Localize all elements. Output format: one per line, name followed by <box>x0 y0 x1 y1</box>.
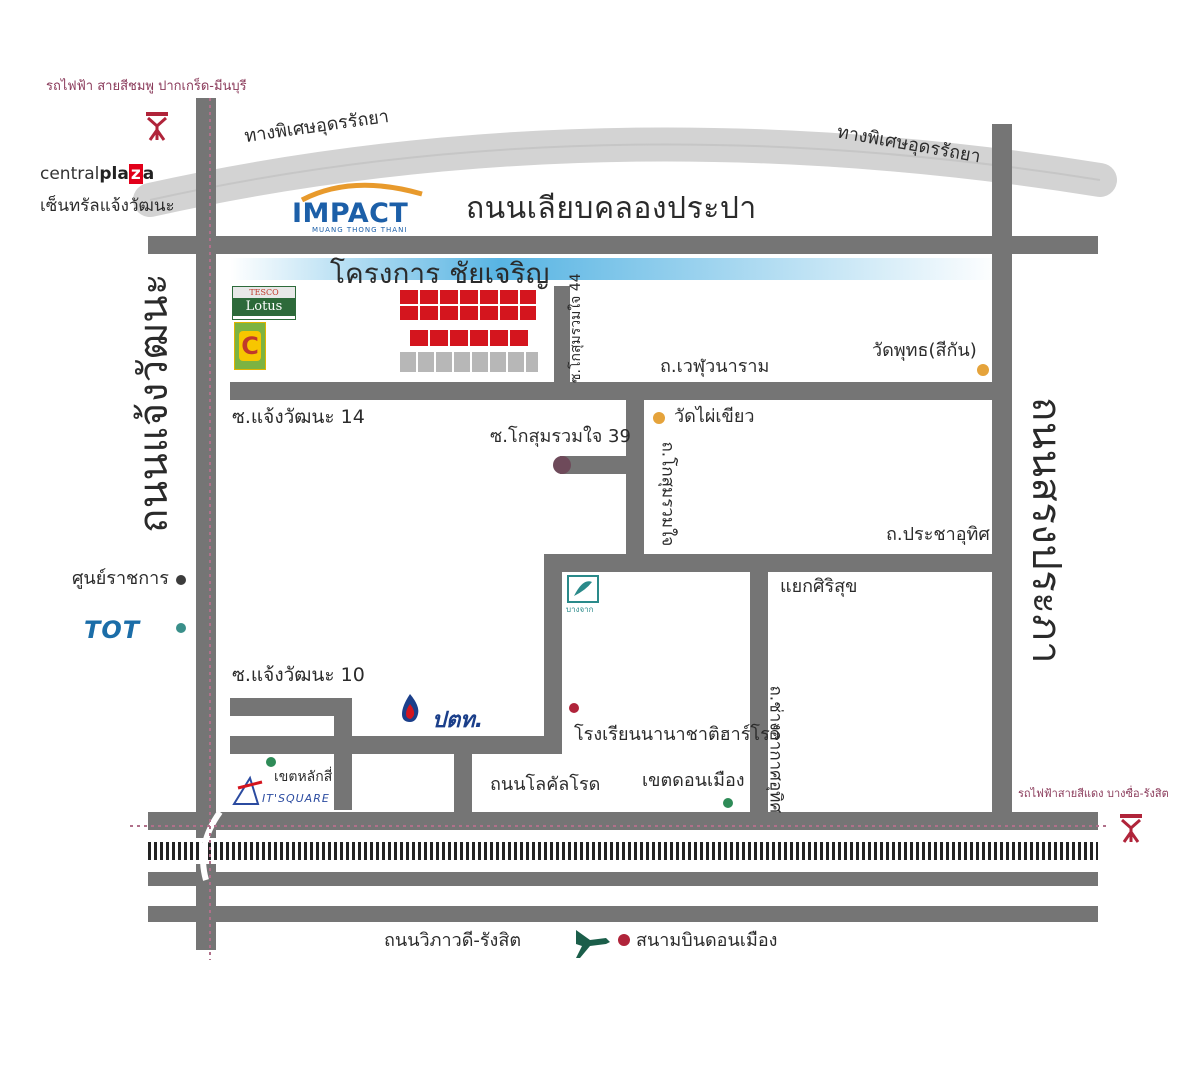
road-rail-top <box>148 812 1098 830</box>
road-curve-left <box>200 810 223 881</box>
road-chang-akat <box>750 572 768 812</box>
tesco-lotus-logo: TESCO Lotus <box>232 286 296 320</box>
kosum-road-label: ถ.โกสุมรวมใจ <box>657 441 678 547</box>
poi-dot-laksi <box>266 757 276 767</box>
project-band <box>230 258 1000 280</box>
bangchak-icon <box>567 575 599 603</box>
wat-phuttha-label: วัดพุทธ(สีกัน) <box>872 340 977 361</box>
siri-suk-label: แยกศิริสุข <box>780 576 858 597</box>
airplane-icon <box>576 930 610 958</box>
it-square-label: IT'SQUARE <box>262 792 330 805</box>
road-vibhavadi <box>148 906 1098 922</box>
road-rail-bottom <box>148 872 1098 886</box>
poi-dot-wat-phai-khiao <box>653 412 665 424</box>
central-branch-label: เซ็นทรัลแจ้งวัฒนะ <box>40 196 175 216</box>
poi-dot-kosum39 <box>553 456 571 474</box>
sorn-prapa-road-label: ถนนสรงประภา <box>1023 397 1069 665</box>
expressway-arc-inner <box>149 143 1101 201</box>
gov-center-label: ศูนย์ราชการ <box>72 568 169 589</box>
big-c-logo: C <box>234 322 266 370</box>
road-soi-kosum39 <box>560 456 630 474</box>
vibhavadi-road-label: ถนนวิภาวดี-รังสิต <box>384 930 522 951</box>
pracha-uthit-label: ถ.ประชาอุทิศ <box>886 524 990 545</box>
impact-arc <box>300 182 423 202</box>
it-square-icon <box>232 775 263 805</box>
ptt-flame-icon <box>402 694 419 722</box>
road-local-vert <box>454 736 472 812</box>
ptt-label: ปตท. <box>432 708 484 733</box>
airport-label: สนามบินดอนเมือง <box>636 930 778 951</box>
poi-dot-donmuang <box>723 798 733 808</box>
road-wepnram <box>230 382 994 400</box>
school-label: โรงเรียนนานาชาติฮาร์โรว์ <box>574 724 780 745</box>
railway-track <box>148 838 1098 864</box>
soi-chaeng10-label: ซ.แจ้งวัฒนะ 10 <box>232 664 365 686</box>
donmuang-district-label: เขตดอนเมือง <box>642 770 745 791</box>
road-lower-link <box>230 736 560 754</box>
road-bangchak-vert <box>544 554 562 754</box>
bangchak-label: บางจาก <box>566 605 594 614</box>
road-sorn-prapa <box>992 124 1012 814</box>
poi-dot-school <box>569 703 579 713</box>
rail-station-icon <box>146 112 168 141</box>
rail-station-icon <box>1120 814 1142 843</box>
project-blocks <box>400 290 538 372</box>
soi-kosum44-label: ซ.โกสุมรวมใจ 44 <box>568 273 584 383</box>
chaengwattana-road-label: ถนนแจ้งวัฒนะ <box>131 272 177 533</box>
road-kosum <box>626 398 644 558</box>
poi-dot-tot <box>176 623 186 633</box>
soi-kosum39-label: ซ.โกสุมรวมใจ 39 <box>490 426 631 447</box>
wat-phai-khiao-label: วัดไผ่เขียว <box>674 406 755 427</box>
project-name-label: โครงการ ชัยเจริญ <box>330 257 550 290</box>
poi-dot-airport <box>618 934 630 946</box>
red-line-label: รถไฟฟ้าสายสีแดง บางซื่อ-รังสิต <box>1018 787 1169 800</box>
road-khlong-prapa <box>148 236 1098 254</box>
tot-logo: TOT <box>84 616 141 644</box>
soi-chaeng14-label: ซ.แจ้งวัฒนะ 14 <box>232 406 365 428</box>
wepnram-road-label: ถ.เวฬุวนาราม <box>660 356 770 377</box>
road-soi-chaeng10 <box>230 698 352 716</box>
pink-line-label: รถไฟฟ้า สายสีชมพู ปากเกร็ด-มีนบุรี <box>46 79 247 94</box>
poi-dot-wat-phuttha <box>977 364 989 376</box>
khlong-prapa-road-label: ถนนเลียบคลองประปา <box>466 191 757 226</box>
road-soi-kosum44 <box>554 286 570 382</box>
laksi-district-label: เขตหลักสี่ <box>274 769 333 785</box>
local-road-label: ถนนโลคัลโรด <box>490 774 601 795</box>
chang-akat-road-label: ถ.ช่างอากาศอุทิศ <box>765 685 786 814</box>
road-pracha-uthit <box>544 554 994 572</box>
poi-dot-gov-center <box>176 575 186 585</box>
impact-logo: IMPACT MUANG THONG THANI <box>292 178 442 236</box>
